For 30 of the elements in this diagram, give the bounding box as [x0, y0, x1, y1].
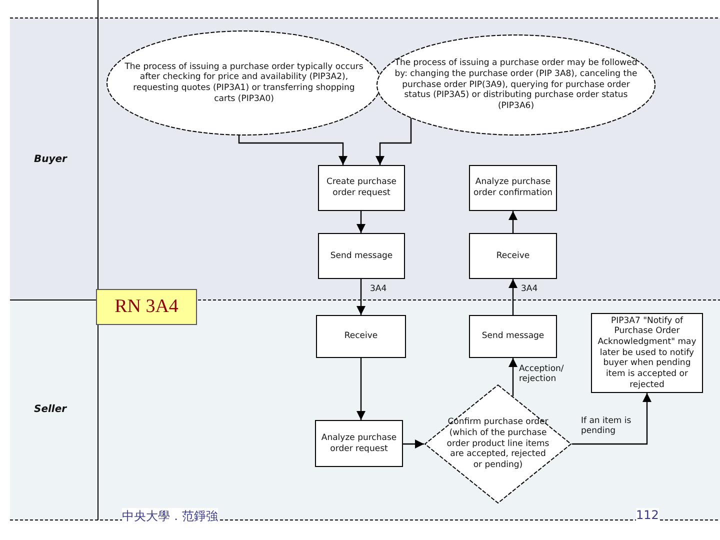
footer-text: 112	[636, 508, 659, 522]
process-box: PIP3A7 "Notify of Purchase Order Acknowledgment" may later be used to notify buyer when pending item is accepted or rejected	[591, 313, 703, 393]
lane-label: Seller	[34, 404, 67, 416]
swimlane	[10, 18, 720, 300]
arrow	[356, 358, 366, 420]
note-ellipse: The process of issuing a purchase order may be followed by: changing the purchase order (PIP 3A8), canceling the purchase order PIP(3A9), querying for purchase order status (PIP3A5) or distributing purchase order status (PIP3A6)	[376, 34, 656, 136]
arrow	[376, 118, 412, 165]
arrow	[508, 279, 518, 315]
process-box: Send message	[469, 315, 557, 358]
process-box: Create purchase order request	[318, 165, 405, 211]
process-box: Send message	[318, 233, 405, 279]
arrow	[356, 211, 366, 233]
lane-label: Buyer	[34, 154, 67, 166]
edge-label: 3A4	[520, 284, 539, 294]
message-tag: RN 3A4	[96, 289, 197, 325]
arrow	[356, 279, 366, 315]
note-ellipse: The process of issuing a purchase order typically occurs after checking for price and availability (PIP3A2), requesting quotes (PIP3A1) or transferring shopping carts (PIP3A0)	[106, 30, 382, 136]
swimlane	[10, 300, 720, 520]
footer-text: 中央大學．范錚強	[122, 508, 218, 525]
decision-diamond: Confirm purchase order (which of the purchase order product line items are accepted, rejected or pending)	[424, 384, 572, 504]
arrow	[508, 358, 518, 396]
process-box: Analyze purchase order confirmation	[469, 165, 557, 211]
process-box: Analyze purchase order request	[315, 420, 403, 467]
process-box: Receive	[316, 315, 406, 358]
process-box: Receive	[469, 233, 557, 279]
arrow	[403, 440, 424, 448]
edge-label: 3A4	[369, 284, 388, 294]
arrow	[238, 134, 348, 165]
arrow	[572, 393, 652, 445]
arrow	[508, 211, 518, 233]
